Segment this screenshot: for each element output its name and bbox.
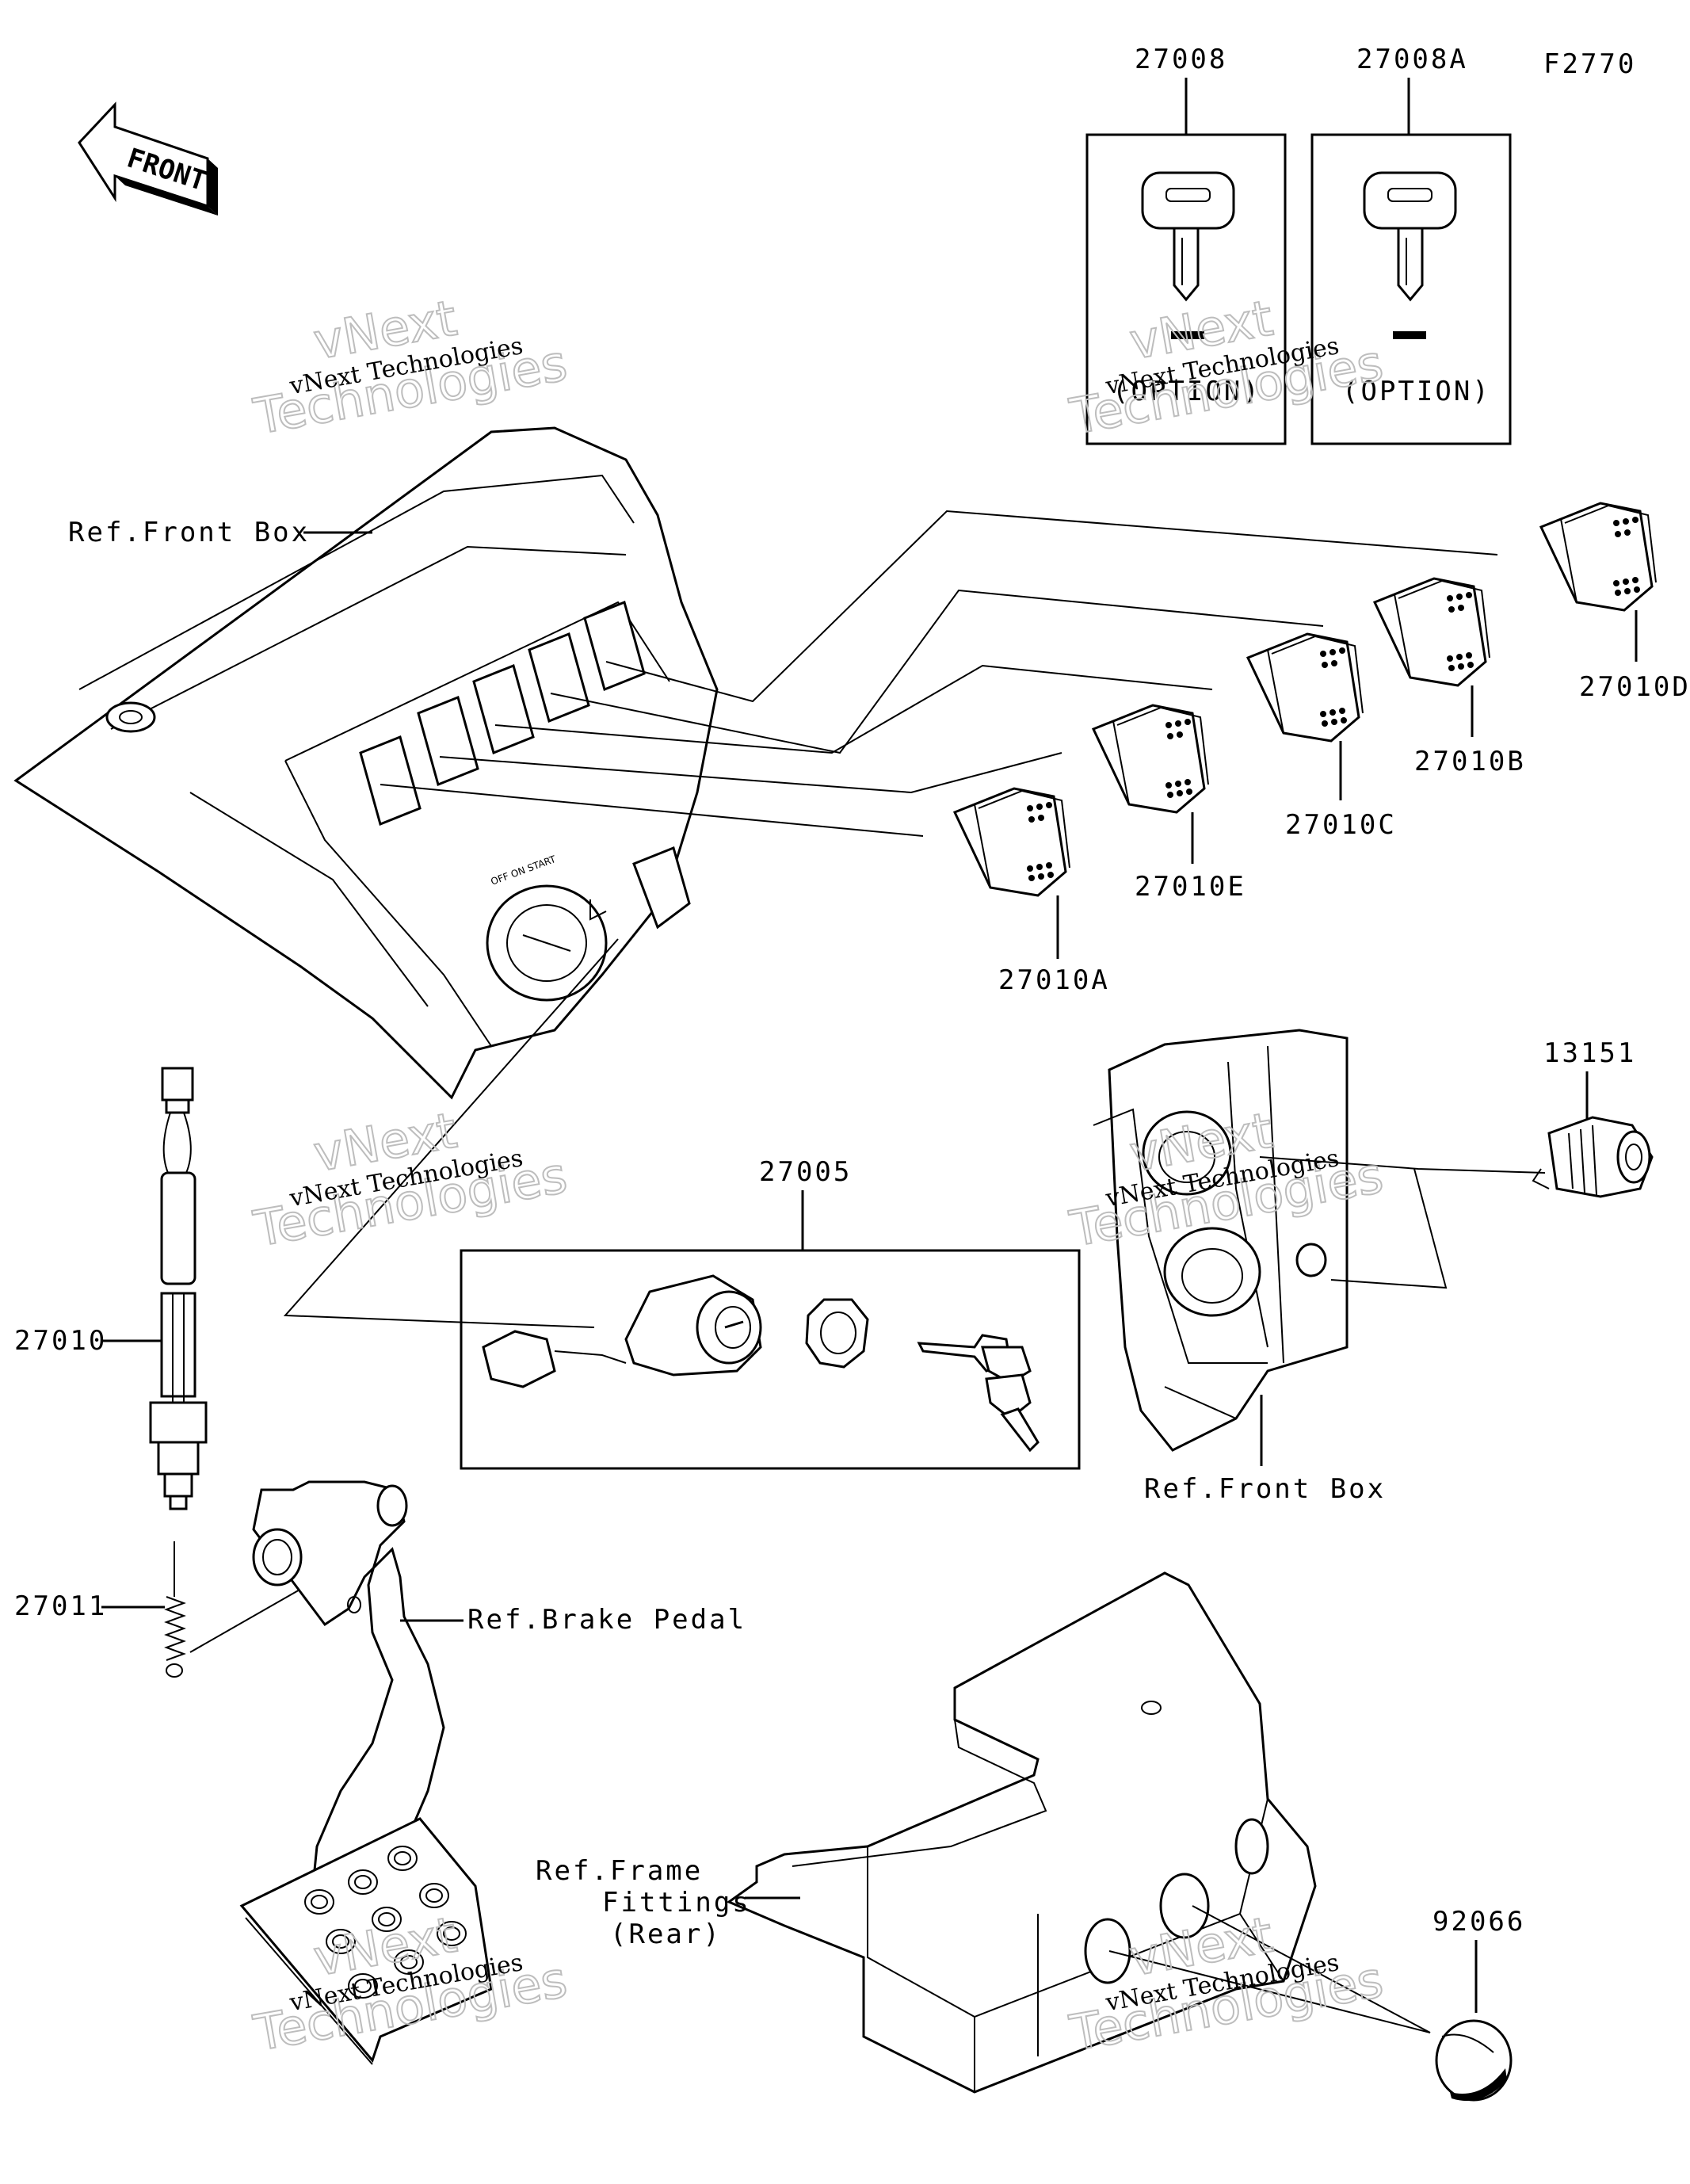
label-ref-front-box-top: Ref.Front Box: [68, 517, 310, 548]
label-27010E: 27010E: [1135, 871, 1246, 903]
watermark-1: vNext Technologies vNext Technologies: [249, 288, 572, 446]
label-ref-frame-line3: (Rear): [610, 1919, 722, 1950]
ignition-nut: [805, 1298, 869, 1369]
brake-pedal: Ref.Brake Pedal: [239, 1480, 746, 2065]
front-box-socket-panel: Ref.Front Box: [1093, 1029, 1546, 1505]
option-note-27008: (OPTION): [1112, 376, 1261, 407]
plug-cap-92066: 92066: [1432, 1906, 1525, 2102]
label-27008: 27008: [1135, 44, 1227, 75]
switch-slots: [359, 600, 646, 827]
switch-leader-lines: [380, 510, 1498, 837]
label-ref-frame-line1: Ref.Frame: [536, 1855, 703, 1887]
ignition-keys-icon: [917, 1334, 1040, 1453]
label-ref-front-box-right: Ref.Front Box: [1144, 1473, 1386, 1505]
rocker-switch-27010E: 27010E: [1091, 704, 1246, 903]
label-13151: 13151: [1543, 1037, 1636, 1069]
rocker-switch-27010A: 27010A: [952, 787, 1110, 996]
label-92066: 92066: [1432, 1906, 1525, 1938]
label-27010B: 27010B: [1414, 746, 1526, 777]
label-ref-brake-pedal: Ref.Brake Pedal: [467, 1604, 746, 1636]
frame-fittings-rear: Ref.Frame Fittings (Rear): [536, 1571, 1431, 2094]
label-27010C: 27010C: [1285, 809, 1397, 841]
label-27011: 27011: [14, 1590, 107, 1622]
label-27005: 27005: [759, 1156, 852, 1188]
watermark-2: vNext Technologies vNext Technologies: [1065, 288, 1388, 446]
rocker-switch-27010C: 27010C: [1246, 632, 1397, 841]
label-27010: 27010: [14, 1325, 107, 1357]
pedal-pad-holes: [304, 1846, 467, 1999]
label-27010A: 27010A: [998, 964, 1110, 996]
rocker-switch-27010D: 27010D: [1539, 502, 1690, 703]
rocker-switch-27010B: 27010B: [1372, 577, 1526, 777]
option-note-27008A: (OPTION): [1342, 376, 1491, 407]
front-box-dashboard: OFF ON START Ref.Front Box: [13, 426, 719, 1100]
key-27008A: 27008A (OPTION): [1310, 44, 1512, 445]
label-27010D: 27010D: [1579, 671, 1690, 703]
key-27008: 27008 (OPTION): [1085, 44, 1287, 445]
ignition-switch-kit-27005: 27005: [283, 938, 1081, 1470]
watermark-3: vNext Technologies vNext Technologies: [249, 1100, 572, 1258]
label-ref-frame-line2: Fittings: [602, 1887, 751, 1919]
brake-light-switch-27010: 27010: [14, 1067, 208, 1510]
label-27008A: 27008A: [1356, 44, 1468, 75]
power-socket-13151: 13151: [1532, 1037, 1654, 1198]
return-spring-27011: 27011: [14, 1541, 302, 1678]
front-arrow-icon: FRONT: [78, 101, 218, 216]
figure-code: F2770: [1543, 48, 1636, 80]
